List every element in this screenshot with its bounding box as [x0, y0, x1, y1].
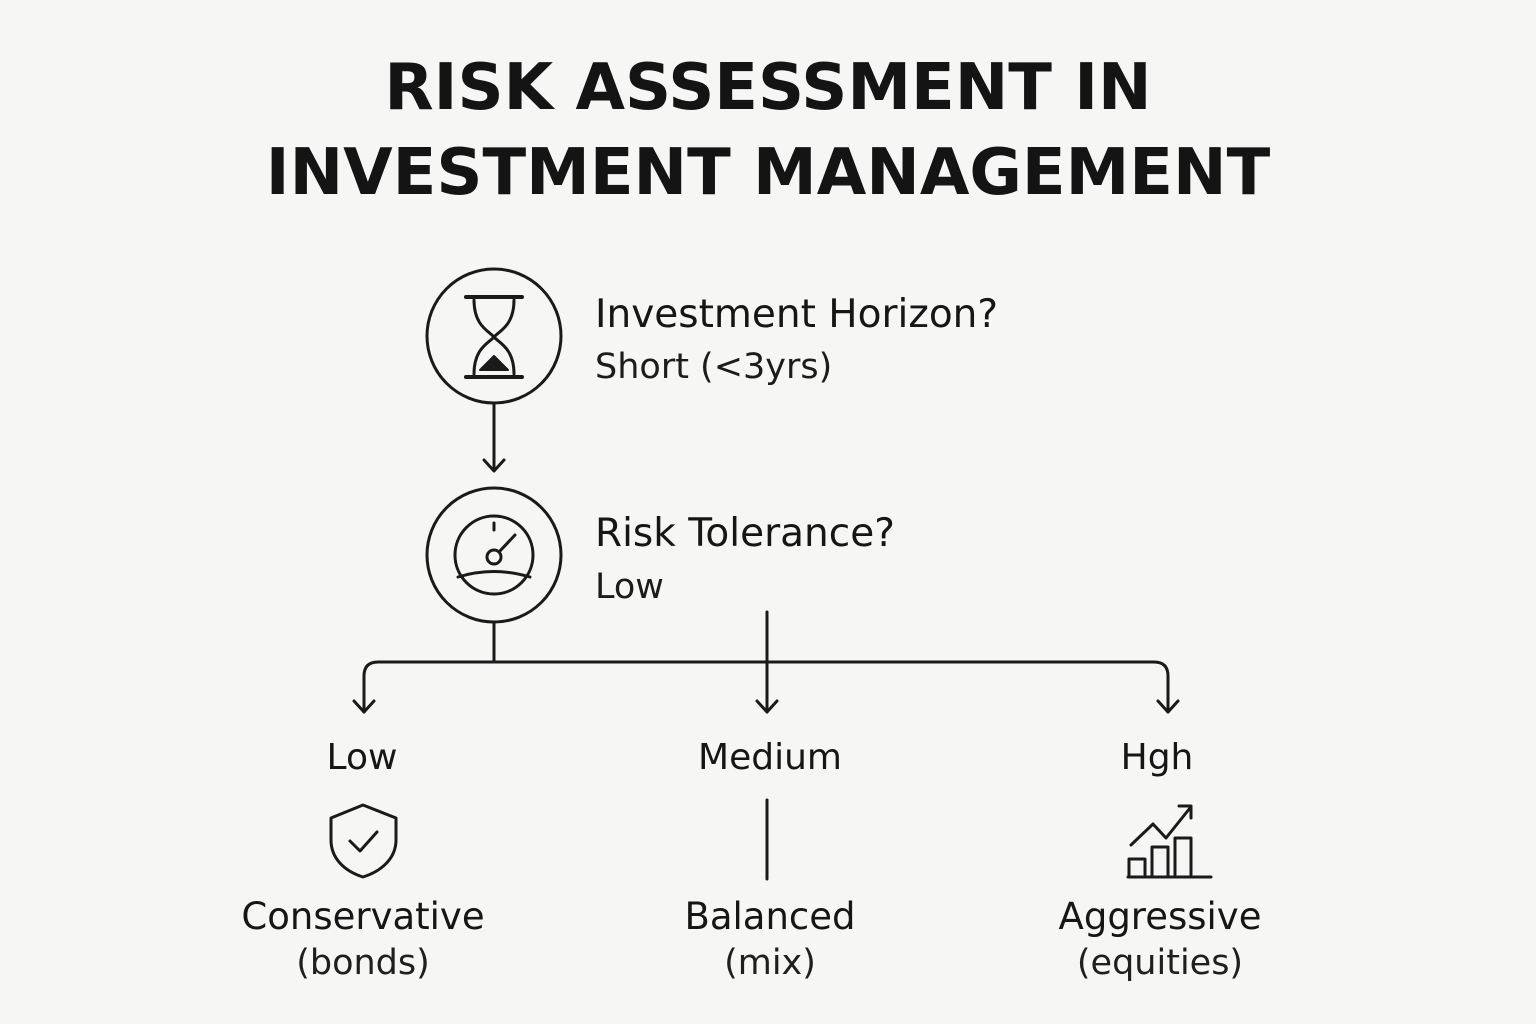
- profile-conservative-name: Conservative: [241, 895, 485, 938]
- profile-balanced-detail: (mix): [724, 943, 816, 983]
- profile-conservative-detail: (bonds): [296, 943, 430, 983]
- gauge-node-circle: [425, 486, 563, 624]
- gauge-icon: [453, 514, 535, 596]
- branch-low-label: Low: [326, 737, 398, 778]
- branch-medium-label: Medium: [698, 737, 842, 778]
- branch-high-label: Hgh: [1120, 737, 1194, 778]
- profile-aggressive-name: Aggressive: [1058, 895, 1262, 938]
- hourglass-icon: [464, 295, 524, 379]
- hourglass-node: [425, 267, 563, 405]
- growth-chart-icon: [1126, 804, 1213, 879]
- branch-connectors: [352, 610, 1180, 714]
- step-horizon-question: Investment Horizon?: [595, 292, 999, 337]
- title-line-1: RISK ASSESSMENT IN: [384, 51, 1152, 125]
- step-tolerance-question: Risk Tolerance?: [595, 511, 895, 556]
- connector-horizon-to-tolerance: [482, 401, 506, 473]
- shield-check-icon: [329, 803, 398, 879]
- step-horizon-answer: Short (<3yrs): [595, 347, 833, 387]
- gauge-node: [425, 486, 563, 624]
- profile-balanced-name: Balanced: [684, 895, 856, 938]
- step-tolerance-answer: Low: [595, 567, 664, 607]
- title-line-2: INVESTMENT MANAGEMENT: [265, 136, 1271, 210]
- profile-aggressive-detail: (equities): [1076, 943, 1244, 983]
